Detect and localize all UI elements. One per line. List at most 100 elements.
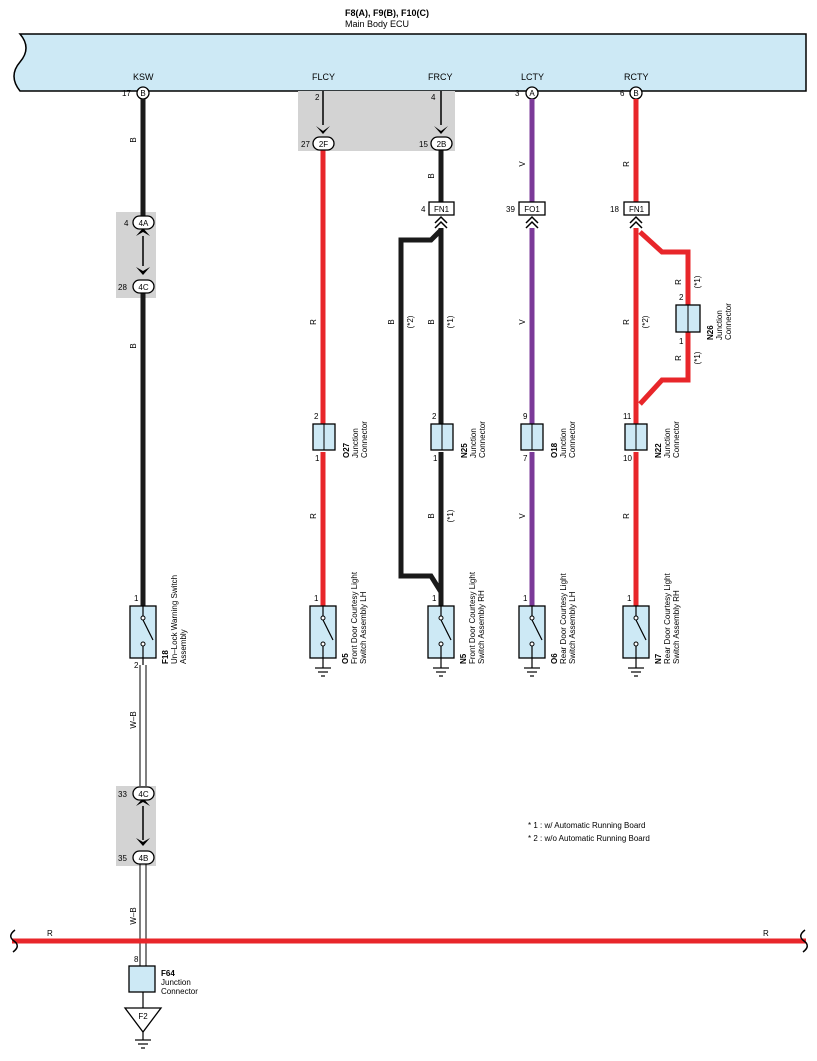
switch-o5: 1 O5 Front Door Courtesy Light Switch As…	[309, 571, 368, 677]
inline-connector-4b: 35 4B	[118, 850, 155, 865]
junction-n26: 2 1 N26 Junction Connector	[675, 293, 733, 346]
pin-conn-letter-ksw: B	[140, 89, 145, 98]
variant-n26-b: (*1)	[693, 351, 702, 364]
svg-text:N5: N5	[459, 653, 468, 664]
svg-text:FN1: FN1	[434, 205, 450, 214]
wire-label-ksw-top: B	[129, 137, 138, 142]
variant-frcy-low: (*1)	[446, 509, 455, 522]
note-1: * 1 : w/ Automatic Running Board	[528, 821, 645, 830]
box-connector-fn1-frcy: 4 FN1	[421, 201, 455, 229]
arrow-ksw-upper2	[136, 798, 150, 806]
svg-text:Front Door Courtesy Light: Front Door Courtesy Light	[468, 571, 477, 664]
switch-o6: 1 O6 Rear Door Courtesy Light Switch Ass…	[518, 573, 577, 677]
pin-number-4: 4	[431, 93, 436, 102]
inline-connector-2f: 27 2F	[301, 136, 335, 151]
wire-label-frcy-top: B	[427, 173, 436, 178]
svg-text:Front Door Courtesy Light: Front Door Courtesy Light	[350, 571, 359, 664]
svg-text:4: 4	[421, 205, 426, 214]
pin-number-3: 3	[515, 89, 520, 98]
wire-label-frcy-main: B	[427, 319, 436, 324]
pin-number-2: 2	[315, 93, 320, 102]
svg-text:Junction: Junction	[161, 978, 191, 987]
svg-text:Connector: Connector	[724, 303, 733, 340]
main-body-ecu	[13, 33, 807, 92]
ecu-name: Main Body ECU	[345, 19, 409, 29]
inline-connector-4c-lower: 33 4C	[118, 786, 155, 801]
svg-text:2F: 2F	[319, 140, 328, 149]
svg-text:4B: 4B	[139, 854, 149, 863]
svg-text:O18: O18	[550, 442, 559, 458]
svg-text:1: 1	[432, 594, 437, 603]
svg-text:F2: F2	[138, 1012, 148, 1021]
arrow-ksw-lower2	[136, 838, 150, 846]
svg-text:2: 2	[314, 412, 319, 421]
arrow-flcy	[316, 126, 330, 134]
bus-break-right	[800, 929, 808, 953]
wire-label-bus-left: R	[47, 929, 53, 938]
inline-connector-4a: 4 4A	[124, 215, 155, 230]
svg-text:15: 15	[419, 140, 428, 149]
svg-text:Connector: Connector	[672, 421, 681, 458]
svg-text:4C: 4C	[138, 283, 148, 292]
svg-text:Junction: Junction	[469, 428, 478, 458]
svg-text:Rear Door Courtesy Light: Rear Door Courtesy Light	[559, 573, 568, 664]
svg-text:39: 39	[506, 205, 515, 214]
svg-text:10: 10	[623, 454, 632, 463]
wire-label-ksw-bot: W–B	[129, 907, 138, 924]
svg-text:N25: N25	[460, 443, 469, 458]
svg-text:FO1: FO1	[524, 205, 540, 214]
svg-text:1: 1	[314, 594, 319, 603]
svg-text:N26: N26	[706, 325, 715, 340]
wire-n26-branch-b	[638, 332, 691, 406]
variant-n26-a: (*1)	[693, 275, 702, 288]
pin-label-ksw: KSW	[133, 72, 154, 82]
wire-label-lcty-3: V	[518, 513, 527, 519]
pin-number-6: 6	[620, 89, 625, 98]
wire-label-lcty-1: V	[518, 161, 527, 167]
junction-n22: 11 10 N22 Junction Connector	[623, 412, 681, 463]
svg-text:Switch Assembly LH: Switch Assembly LH	[568, 591, 577, 664]
svg-text:FN1: FN1	[629, 205, 645, 214]
svg-text:2: 2	[432, 412, 437, 421]
svg-text:18: 18	[610, 205, 619, 214]
svg-text:28: 28	[118, 283, 127, 292]
variant-frcy-alt: (*2)	[406, 315, 415, 328]
svg-text:F64: F64	[161, 969, 175, 978]
wire-label-rcty-1: R	[622, 161, 631, 167]
pin-label-flcy: FLCY	[312, 72, 335, 82]
pin-label-frcy: FRCY	[428, 72, 453, 82]
wire-label-n26-a: R	[674, 279, 683, 285]
inline-connector-2b: 15 2B	[419, 136, 453, 151]
junction-n25: 2 1 N25 Junction Connector	[430, 412, 487, 463]
svg-text:Connector: Connector	[478, 421, 487, 458]
svg-text:Junction: Junction	[351, 428, 360, 458]
wire-label-flcy-1: R	[309, 319, 318, 325]
svg-text:1: 1	[433, 454, 438, 463]
svg-text:O5: O5	[341, 653, 350, 664]
svg-text:4C: 4C	[138, 790, 148, 799]
variant-rcty-2: (*2)	[641, 315, 650, 328]
svg-text:Rear Door Courtesy Light: Rear Door Courtesy Light	[663, 573, 672, 664]
junction-o18: 9 7 O18 Junction Connector	[520, 412, 577, 463]
switch-n5: 1 N5 Front Door Courtesy Light Switch As…	[427, 571, 486, 677]
variant-frcy-main: (*1)	[446, 315, 455, 328]
wire-frcy-alt	[398, 228, 444, 594]
svg-text:1: 1	[315, 454, 320, 463]
svg-text:2: 2	[134, 661, 139, 670]
svg-text:35: 35	[118, 854, 127, 863]
wire-ksw-wb-upper	[139, 665, 147, 786]
inline-connector-4c-upper: 28 4C	[118, 279, 155, 294]
svg-text:Switch Assembly RH: Switch Assembly RH	[477, 590, 486, 664]
svg-text:1: 1	[134, 594, 139, 603]
wire-label-n26-b: R	[674, 355, 683, 361]
arrow-ksw-upper	[136, 228, 150, 236]
svg-text:27: 27	[301, 140, 310, 149]
svg-text:O27: O27	[342, 442, 351, 458]
pin-label-rcty: RCTY	[624, 72, 649, 82]
svg-text:Connector: Connector	[161, 987, 198, 996]
svg-text:F18: F18	[161, 650, 170, 664]
svg-text:Junction: Junction	[559, 428, 568, 458]
arrow-ksw-lower	[136, 267, 150, 275]
svg-text:1: 1	[627, 594, 632, 603]
note-2: * 2 : w/o Automatic Running Board	[528, 834, 650, 843]
